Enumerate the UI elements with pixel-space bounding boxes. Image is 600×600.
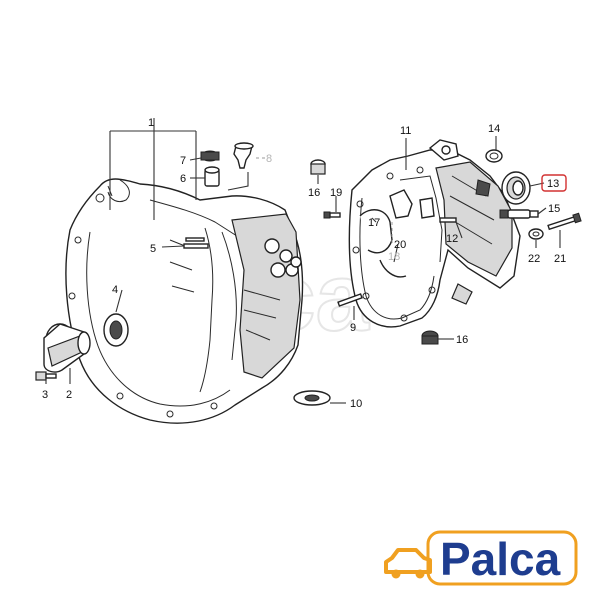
callout-16-bottom: 16: [456, 334, 468, 346]
transmission-case: [348, 139, 521, 328]
leader-4: [115, 289, 123, 313]
sensor-part-15: [499, 209, 539, 219]
plug-part-6: [204, 166, 220, 187]
callout-20: 20: [394, 239, 406, 251]
callout-5: 5: [150, 243, 156, 255]
callout-10: 10: [350, 398, 362, 410]
washer-part-10: [293, 390, 331, 406]
shaft-seal-part-13: [501, 171, 531, 205]
callout-11: 11: [400, 125, 411, 137]
bolt-part-3: [35, 371, 57, 381]
car-icon: [384, 548, 432, 579]
callout-15: 15: [548, 203, 560, 215]
callout-21: 21: [554, 253, 566, 265]
callout-8: 8: [266, 153, 272, 165]
bolt-part-19: [323, 211, 341, 219]
callout-14: 14: [488, 123, 500, 135]
leader-5: [161, 245, 185, 248]
leader-12: [455, 221, 463, 239]
plug-part-16-top: [310, 159, 326, 175]
guide-sleeve-part-2: [43, 323, 91, 373]
plug-part-16-bottom: [421, 330, 439, 345]
highlight-box-part-13: [541, 174, 567, 192]
ring-part-14: [485, 149, 503, 163]
callout-2: 2: [66, 389, 72, 401]
leader-15: [537, 207, 547, 215]
callout-19: 19: [330, 187, 342, 199]
callout-22: 22: [528, 253, 540, 265]
leader-1: [109, 130, 197, 220]
callout-6: 6: [180, 173, 186, 185]
callout-16-top: 16: [308, 187, 320, 199]
callout-18: 18: [388, 251, 400, 263]
bell-housing: [65, 178, 304, 424]
leader-17: [371, 217, 377, 223]
callout-9: 9: [350, 322, 356, 334]
bolt-part-21: [547, 212, 582, 231]
callout-4: 4: [112, 284, 118, 296]
logo-frame: [426, 530, 578, 586]
callout-13: 13: [547, 178, 559, 190]
logo-text: Palca: [440, 533, 561, 585]
plug-part-8: [233, 142, 254, 169]
pin-part-9: [337, 293, 363, 307]
callout-17: 17: [368, 217, 380, 229]
leader-20: [393, 243, 399, 263]
leader-8b: [227, 172, 249, 191]
callout-7: 7: [180, 155, 186, 167]
callout-1: 1: [148, 117, 154, 129]
washer-part-22: [528, 228, 544, 240]
pin-part-12: [439, 217, 457, 223]
callout-3: 3: [42, 389, 48, 401]
leader-7: [189, 157, 202, 161]
palca-logo: Palca: [384, 530, 578, 586]
callout-12: 12: [446, 233, 458, 245]
cap-part-7: [200, 150, 220, 162]
